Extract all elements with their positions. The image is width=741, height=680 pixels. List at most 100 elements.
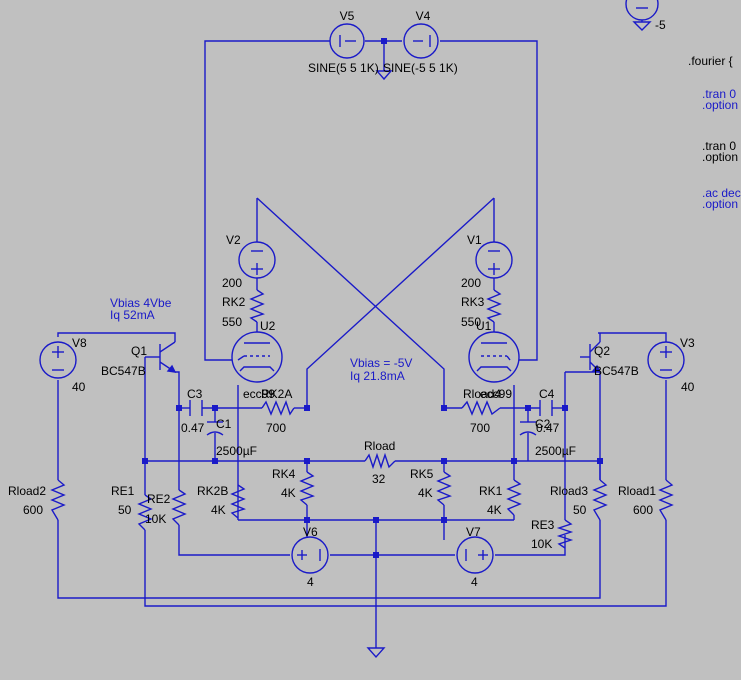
source-v1-icon[interactable] [475, 241, 513, 279]
resistor-re2-icon[interactable] [171, 489, 187, 526]
capacitor-c1-icon[interactable] [206, 421, 224, 436]
label-c3-value: 0.47 [181, 421, 205, 435]
resistor-rk5-icon[interactable] [436, 471, 452, 506]
label-v5-value: SINE(5 5 1K) [308, 61, 379, 75]
resistor-re1-icon[interactable] [137, 494, 153, 531]
label-v6-name: V6 [303, 525, 318, 539]
label-rk5-value: 4K [418, 486, 433, 500]
resistor-rk4-icon[interactable] [299, 471, 315, 506]
label-v2-value: 200 [222, 276, 242, 290]
label-v3-name: V3 [680, 336, 695, 350]
label-v1-name: V1 [467, 233, 482, 247]
label-v5-name: V5 [340, 9, 355, 23]
label-rk3-value: 550 [461, 315, 481, 329]
label-q2-model: BC547B [594, 364, 639, 378]
label-rload2-value: 600 [23, 503, 43, 517]
resistor-rk1-icon[interactable] [506, 479, 522, 516]
source-v7-icon[interactable] [456, 536, 494, 574]
label-rload1-value: 600 [633, 503, 653, 517]
resistor-rload4-icon[interactable] [461, 400, 501, 416]
directive-option3[interactable]: .option [702, 197, 738, 211]
capacitor-c3-icon[interactable] [189, 400, 203, 416]
label-v6-value: 4 [307, 575, 314, 589]
resistor-rload2-icon[interactable] [50, 479, 66, 521]
source-top-right-icon [625, 0, 659, 22]
label-rk2b-name: RK2B [197, 484, 228, 498]
resistor-rk2-icon[interactable] [249, 289, 265, 323]
source-v4-icon[interactable] [403, 23, 439, 59]
tube-u1-icon[interactable] [468, 331, 520, 383]
label-q2-name: Q2 [594, 344, 610, 358]
transistor-q1-icon[interactable] [159, 341, 177, 373]
label-rk2a-value: 700 [266, 421, 286, 435]
annotation-mid-iq[interactable]: Iq 21.8mA [350, 369, 405, 383]
label-v7-name: V7 [466, 525, 481, 539]
label-u2-name: U2 [260, 319, 276, 333]
capacitor-c2-icon[interactable] [519, 421, 537, 436]
label-rk4-name: RK4 [272, 467, 296, 481]
tube-u2-icon[interactable] [231, 331, 283, 383]
annotation-left-vbias[interactable]: Vbias 4Vbe [110, 296, 172, 310]
directive-option1[interactable]: .option [702, 98, 738, 112]
label-c1-name: C1 [216, 417, 232, 431]
label-rk1-value: 4K [487, 503, 502, 517]
label-c2-name: C2 [535, 417, 551, 431]
label-rk1-name: RK1 [479, 484, 503, 498]
directive-tran2[interactable]: .tran 0 [702, 139, 736, 153]
resistor-rload3-icon[interactable] [592, 479, 608, 521]
label-v4-value: SINE(-5 5 1K) [383, 61, 458, 75]
source-v5-icon[interactable] [329, 23, 365, 59]
resistor-rk2b-icon[interactable] [230, 484, 246, 519]
label-rk2b-value: 4K [211, 503, 226, 517]
label-v8-value: 40 [72, 380, 86, 394]
ground-top-right-icon [632, 21, 652, 31]
resistor-rk2a-icon[interactable] [261, 400, 295, 416]
directive-tran1[interactable]: .tran 0 [702, 87, 736, 101]
label-rload3-name: Rload3 [550, 484, 588, 498]
label-c4-value: 0.47 [536, 421, 560, 435]
label-rload1-name: Rload1 [618, 484, 656, 498]
junction-dots [142, 38, 603, 558]
annotation-mid-vbias[interactable]: Vbias = -5V [350, 356, 412, 370]
label-u2-model: ecc99 [243, 387, 275, 401]
label-rk5-name: RK5 [410, 467, 434, 481]
label-rload-value: 32 [372, 472, 386, 486]
transistor-q2-icon[interactable] [565, 333, 602, 373]
directive-ac[interactable]: .ac dec [702, 186, 741, 200]
label-rk2-name: RK2 [222, 295, 246, 309]
label-rload2-name: Rload2 [8, 484, 46, 498]
label-rk2a-name: RK2A [261, 387, 292, 401]
label-rk2-value: 550 [222, 315, 242, 329]
directive-option2[interactable]: .option [702, 150, 738, 164]
label-re1-name: RE1 [111, 484, 135, 498]
label-re1-value: 50 [118, 503, 132, 517]
source-v8-icon[interactable] [39, 341, 77, 379]
resistor-rk3-icon[interactable] [486, 289, 502, 323]
resistor-re3-icon[interactable] [556, 519, 574, 549]
annotation-left-iq[interactable]: Iq 52mA [110, 308, 155, 322]
capacitor-c4-icon[interactable] [539, 400, 553, 416]
label-q1-model: BC547B [101, 364, 146, 378]
directive-fourier[interactable]: .fourier { [688, 54, 733, 68]
label-v4-name: V4 [416, 9, 431, 23]
label-re3-name: RE3 [531, 518, 555, 532]
label-v7-value: 4 [471, 575, 478, 589]
resistor-rload1-icon[interactable] [658, 479, 674, 521]
source-v3-icon[interactable] [647, 341, 685, 379]
label-top-right-value: -5 [655, 18, 666, 32]
label-u1-model: ecc99 [480, 387, 512, 401]
label-c1-value: 2500µF [216, 444, 257, 458]
label-c4-name: C4 [539, 387, 555, 401]
source-v6-icon[interactable] [291, 536, 329, 574]
label-c2-value: 2500µF [535, 444, 576, 458]
label-rload3-value: 50 [573, 503, 587, 517]
label-v8-name: V8 [72, 336, 87, 350]
label-rk3-name: RK3 [461, 295, 485, 309]
label-rload4-name: Rload4 [463, 387, 501, 401]
resistor-rload-icon[interactable] [364, 452, 396, 470]
label-c3-name: C3 [187, 387, 203, 401]
label-re2-value: 10K [145, 512, 166, 526]
source-v2-icon[interactable] [238, 241, 276, 279]
